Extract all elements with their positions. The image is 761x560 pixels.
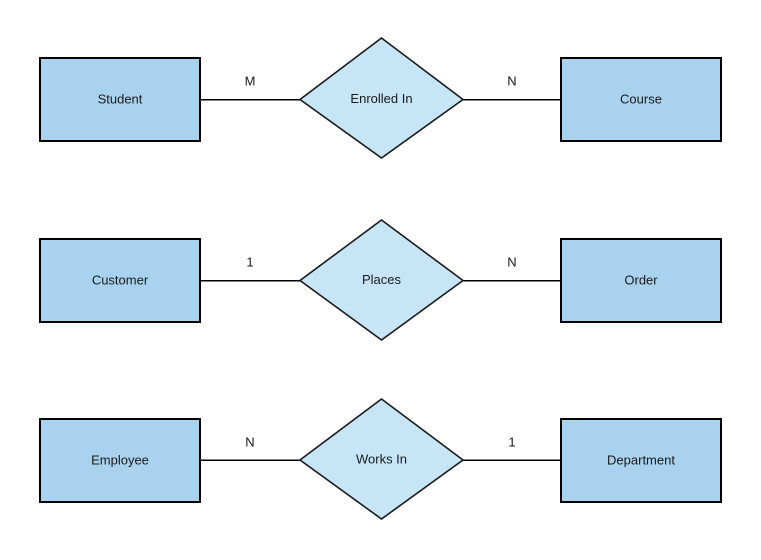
cardinality-label-student-enrolled-in: M xyxy=(245,73,256,88)
entity-box-course[interactable] xyxy=(560,57,722,142)
entity-box-customer[interactable] xyxy=(39,238,201,323)
entity-label-department: Department xyxy=(607,452,675,467)
cardinality-label-customer-places: 1 xyxy=(246,254,253,269)
cardinality-label-works-in-department: 1 xyxy=(508,434,515,449)
entity-box-employee[interactable] xyxy=(39,418,201,503)
relationship-group-works-in: Employee Works In Department N 1 xyxy=(39,398,722,520)
cardinality-label-employee-works-in: N xyxy=(245,434,254,449)
entity-label-course: Course xyxy=(620,91,662,106)
entity-box-student[interactable] xyxy=(39,57,201,142)
relationship-group-enrolled-in: Student Enrolled In Course M N xyxy=(39,36,722,159)
entity-box-order[interactable] xyxy=(560,238,722,323)
relationship-label-enrolled-in: Enrolled In xyxy=(350,91,412,106)
relationship-diamond-enrolled-in[interactable] xyxy=(298,36,465,159)
entity-label-employee: Employee xyxy=(91,452,149,467)
relationship-group-places: Customer Places Order 1 N xyxy=(39,219,722,341)
entity-box-department[interactable] xyxy=(560,418,722,503)
cardinality-label-places-order: N xyxy=(507,254,516,269)
entity-label-customer: Customer xyxy=(92,272,149,287)
entity-label-order: Order xyxy=(624,272,658,287)
relationship-diamond-places[interactable] xyxy=(298,219,465,341)
relationship-label-places: Places xyxy=(362,272,402,287)
entity-label-student: Student xyxy=(98,91,143,106)
relationship-diamond-works-in[interactable] xyxy=(298,398,465,520)
cardinality-label-enrolled-in-course: N xyxy=(507,73,516,88)
relationship-label-works-in: Works In xyxy=(356,451,407,466)
